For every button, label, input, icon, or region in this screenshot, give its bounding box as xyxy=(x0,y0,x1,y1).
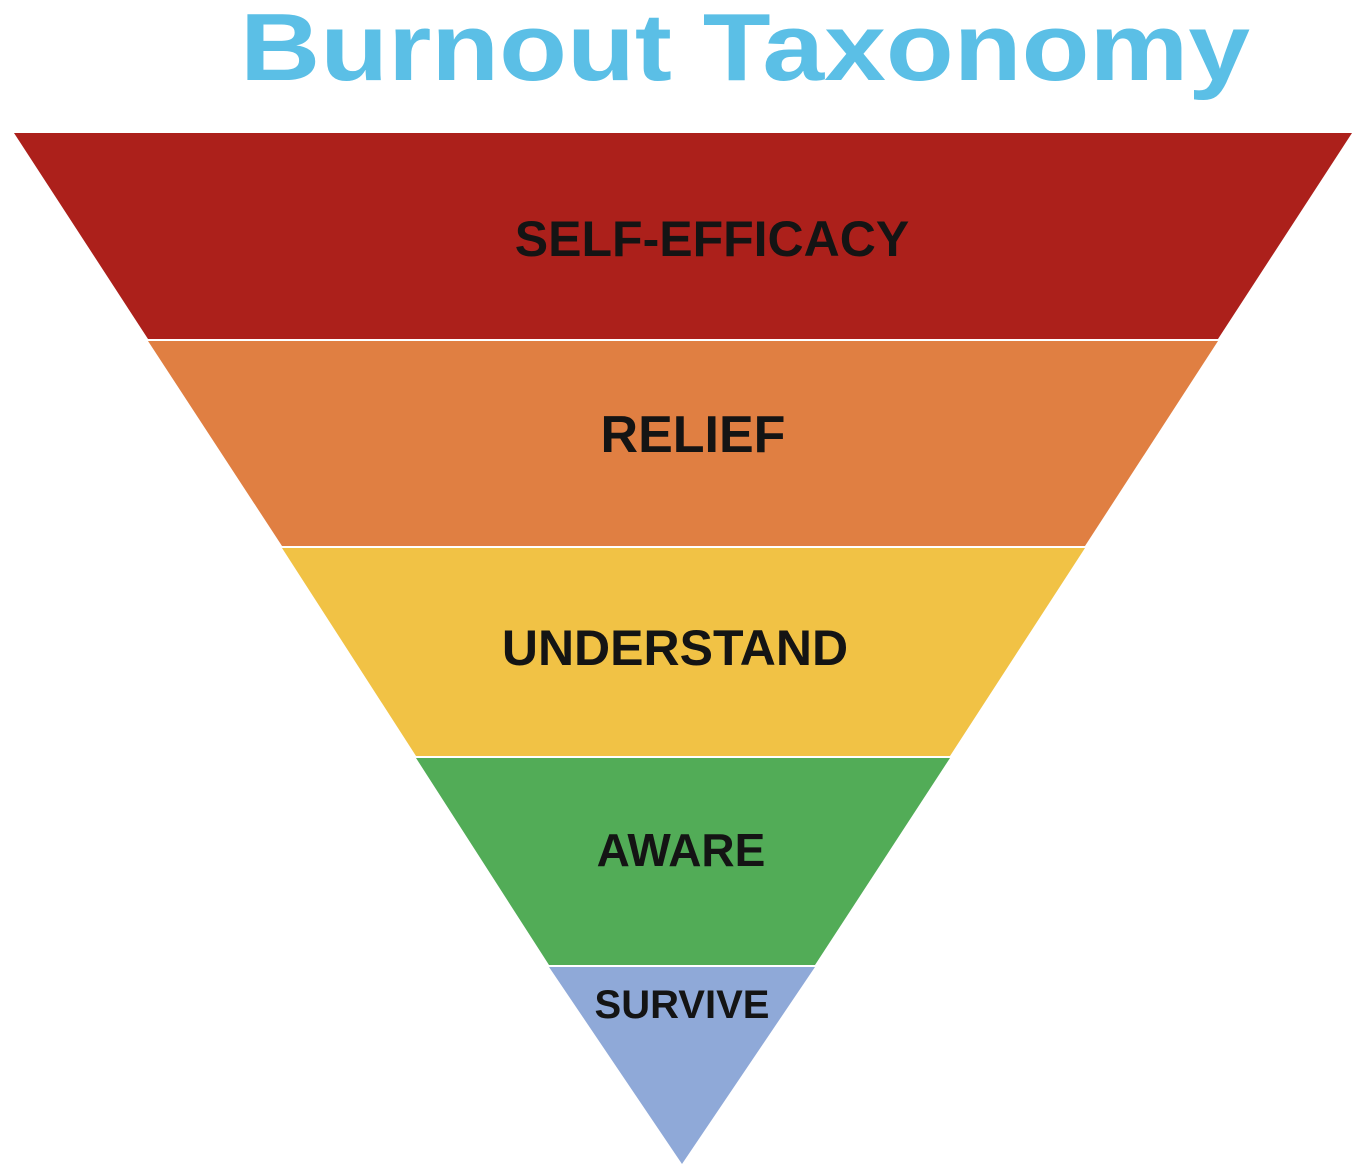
level-band-understand xyxy=(282,548,1085,756)
level-band-self-efficacy xyxy=(14,133,1352,339)
level-label-understand: UNDERSTAND xyxy=(502,620,848,676)
level-label-self-efficacy: SELF-EFFICACY xyxy=(515,211,909,267)
level-label-survive: SURVIVE xyxy=(595,983,770,1027)
diagram-title: Burnout Taxonomy xyxy=(240,0,1250,101)
level-label-aware: AWARE xyxy=(597,824,766,876)
level-band-survive xyxy=(549,967,815,1164)
level-label-relief: RELIEF xyxy=(601,406,786,464)
level-band-relief xyxy=(148,341,1218,546)
level-band-aware xyxy=(416,758,950,965)
inverted-pyramid: SELF-EFFICACY RELIEF UNDERSTAND AWARE SU… xyxy=(14,133,1352,1164)
